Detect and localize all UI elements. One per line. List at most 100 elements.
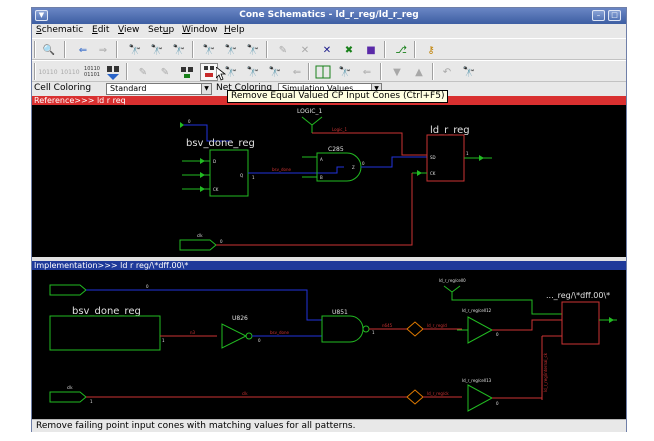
cross-icon[interactable]: ✕: [300, 44, 310, 56]
implementation-header: Implementation>>> ld r reg/\*dff.00\*: [32, 261, 626, 270]
bits-2-icon[interactable]: 10110: [60, 68, 80, 76]
cone-schematics-window: ▼ Cone Schematics - ld_r_reg/ld_r_reg – …: [31, 7, 627, 432]
toolbar-separator: [34, 41, 36, 58]
zoom-icon[interactable]: 🔍: [42, 44, 56, 56]
status-bar: Remove failing point input cones with ma…: [32, 419, 626, 432]
implementation-schematic-panel[interactable]: 0 bsv_done_reg n3 1 U826 bsv_done 0 U851…: [32, 270, 626, 419]
net-n5-label: 1: [90, 399, 93, 404]
panel-layout-glyph: [315, 65, 331, 79]
enable-label: ld_r_reg/cell0: [439, 278, 466, 283]
cone-tool-icon[interactable]: 🔭: [224, 66, 238, 78]
flow-icon[interactable]: [104, 63, 122, 81]
panel-layout-2-icon[interactable]: 🔭: [338, 66, 352, 78]
wire-gate-out: [361, 156, 427, 168]
implementation-schematic: 0 bsv_done_reg n3 1 U826 bsv_done 0 U851…: [49, 278, 617, 412]
binoculars-2-icon[interactable]: 🔭: [224, 44, 238, 56]
move-up-icon[interactable]: ▲: [415, 66, 423, 78]
binoculars-3-icon[interactable]: 🔭: [246, 44, 260, 56]
net-vert-label: ld_r_reg/internal_ck: [543, 352, 548, 392]
cross-blue-icon[interactable]: ✕: [322, 44, 332, 56]
inverter-u826[interactable]: [221, 323, 248, 349]
input-port[interactable]: [49, 284, 87, 296]
cone-tool-3-icon[interactable]: 🔭: [268, 66, 282, 78]
remove-cones-glyph: [181, 67, 193, 78]
reference-schematic-panel[interactable]: LOGIC_1 Logic_1 0 bsv_done_reg D CK Q b: [32, 105, 626, 257]
find-cone-icon[interactable]: 🔭: [128, 44, 142, 56]
reg-left-box[interactable]: [49, 315, 161, 351]
net-coloring-label: Net Coloring: [216, 83, 273, 93]
menu-bar: Schematic Edit View Setup Window Help: [32, 24, 626, 37]
nand-gate-u851[interactable]: [321, 315, 364, 343]
bits-icon[interactable]: 10110: [38, 68, 58, 76]
const-logic1-symbol: [301, 116, 323, 126]
reg-right-box[interactable]: [561, 301, 600, 345]
wire-input: [86, 289, 322, 321]
mouse-cursor-icon: [216, 67, 226, 81]
clk-input-port[interactable]: [179, 239, 217, 251]
menu-edit[interactable]: Edit: [92, 25, 110, 35]
find-cone-2-icon[interactable]: 🔭: [150, 44, 164, 56]
cell-coloring-select[interactable]: Standard ▼: [106, 83, 212, 95]
buffer-cell13[interactable]: [467, 384, 494, 412]
route-icon[interactable]: ⎇: [395, 44, 407, 56]
reg-right-label: ..._reg/\*dff.00\*: [546, 291, 610, 300]
net-n3-label: n3: [190, 330, 196, 335]
cone-tool-4-icon[interactable]: ⇐: [292, 66, 302, 78]
window-menu-button[interactable]: ▼: [35, 10, 48, 21]
panel-layout-3-icon[interactable]: ⇐: [362, 66, 372, 78]
buffer-diamond-2[interactable]: [406, 389, 424, 405]
minimize-button[interactable]: –: [592, 10, 605, 21]
net-n4-label: 0: [496, 332, 499, 337]
undo-icon[interactable]: ↶: [442, 66, 452, 78]
move-down-icon[interactable]: ▼: [393, 66, 401, 78]
forward-arrow-icon[interactable]: ⇒: [98, 44, 108, 56]
nand-label: U851: [332, 309, 348, 316]
toolbar-separator: [308, 63, 310, 80]
cone-tool-2-icon[interactable]: 🔭: [246, 66, 260, 78]
buffer-diamond[interactable]: [406, 321, 424, 337]
back-arrow-icon[interactable]: ⇐: [78, 44, 88, 56]
close-button[interactable]: □: [608, 10, 621, 21]
title-bar: ▼ Cone Schematics - ld_r_reg/ld_r_reg – …: [32, 8, 626, 24]
pin-arrow-icon: [200, 158, 205, 164]
buffer-cell12[interactable]: [467, 316, 494, 344]
toolbar-separator: [116, 41, 118, 58]
enable-symbol: [443, 285, 461, 293]
wire-logic1: [312, 132, 427, 156]
wire-clk: [216, 173, 413, 246]
pin-arrow-icon: [200, 186, 205, 192]
pen-2-icon[interactable]: ✎: [160, 66, 170, 78]
chevron-down-icon: ▼: [371, 84, 381, 94]
menu-setup[interactable]: Setup: [148, 25, 175, 35]
panel-layout-icon[interactable]: [314, 63, 332, 81]
pen-icon[interactable]: ✎: [138, 66, 148, 78]
key-icon[interactable]: ⚷: [427, 44, 435, 56]
cross-green-icon[interactable]: ✖: [344, 44, 354, 56]
redo-icon[interactable]: 🔭: [462, 66, 476, 78]
menu-view[interactable]: View: [118, 25, 140, 35]
clk-input-port[interactable]: [49, 391, 87, 403]
pencil-icon[interactable]: ✎: [278, 44, 288, 56]
menu-schematic[interactable]: Schematic: [36, 25, 84, 35]
reg-left-label: bsv_done_reg: [186, 138, 255, 149]
menu-window[interactable]: Window: [182, 25, 218, 35]
binoculars-icon[interactable]: 🔭: [202, 44, 216, 56]
net-n3b-label: 1: [372, 330, 375, 335]
and-gate-c285[interactable]: [316, 152, 362, 182]
remove-cones-icon[interactable]: [178, 63, 196, 81]
find-cone-3-icon[interactable]: 🔭: [172, 44, 186, 56]
menu-help[interactable]: Help: [224, 25, 245, 35]
net-clk-label: clk: [242, 391, 248, 396]
net-n1-label: 1: [252, 175, 255, 180]
panel-splitter[interactable]: [32, 257, 626, 261]
square-icon[interactable]: ■: [366, 44, 376, 56]
toolbar-separator: [384, 41, 386, 58]
net-n2-label: 0: [258, 338, 261, 343]
const-logic1-label: LOGIC_1: [297, 108, 322, 115]
wire-buf1-out: [492, 319, 562, 331]
gate-label: C285: [328, 146, 344, 153]
cell-coloring-value: Standard: [110, 84, 147, 93]
net-n0-label: 0: [146, 284, 149, 289]
pin-z-label: Z: [352, 165, 355, 170]
